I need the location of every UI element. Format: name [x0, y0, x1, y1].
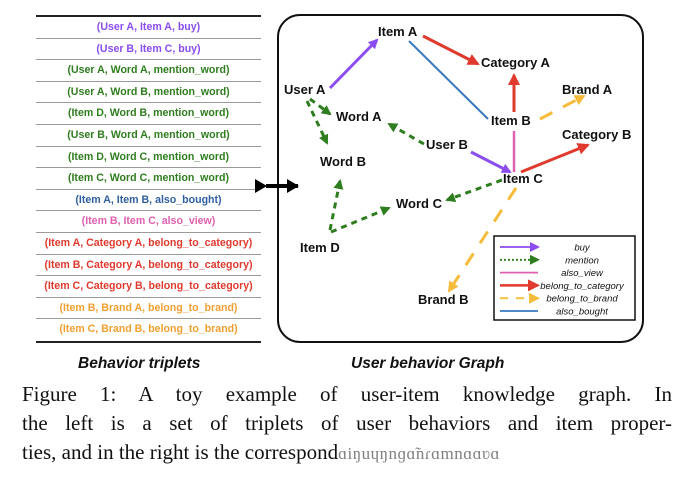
- triplet-row: (User A, Word A, mention_word): [36, 60, 261, 82]
- graph-nodes: Item A Category A User A Brand A Word A Item …: [284, 24, 631, 307]
- caption-line-3: ties, and in the right is the correspond…: [22, 438, 672, 468]
- triplet-row: (Item D, Word B, mention_word): [36, 103, 261, 125]
- triplet-row: (Item D, Word C, mention_word): [36, 147, 261, 169]
- subtitle-user-behavior-graph: User behavior Graph: [351, 355, 505, 372]
- edge-item-d-word-b: [328, 179, 344, 231]
- edge-item-c-word-c: [445, 178, 503, 202]
- legend-label-buy: buy: [574, 243, 591, 254]
- edge-user-b-item-c: [470, 150, 512, 174]
- legend-label-belong-to-brand: belong_to_brand: [546, 294, 618, 305]
- edge-user-a-word-a: [309, 97, 332, 116]
- caption-line-3-text: ties, and in the right is the correspond: [22, 440, 339, 464]
- caption-line-2: the left is a set of triplets of user be…: [22, 411, 672, 435]
- node-user-a: User A: [284, 82, 326, 97]
- legend-label-also-view: also_view: [561, 268, 604, 279]
- node-category-b: Category B: [562, 127, 631, 142]
- legend-label-mention: mention: [565, 255, 599, 266]
- node-word-c: Word C: [396, 196, 443, 211]
- edge-item-d-word-c: [330, 206, 391, 234]
- node-item-b: Item B: [491, 113, 531, 128]
- figure-caption: Figure 1: A toy example of user-item kno…: [22, 380, 672, 468]
- legend-frame: [493, 235, 636, 321]
- node-word-b: Word B: [320, 154, 366, 169]
- legend-label-also-bought: also_bought: [556, 307, 608, 318]
- triplet-row: (User B, Item C, buy): [36, 39, 261, 61]
- triplet-row: (User A, Item A, buy): [36, 17, 261, 39]
- edge-item-c-brand-b: [447, 187, 518, 293]
- node-item-c: Item C: [503, 171, 543, 186]
- legend-label-belong-to-category: belong_to_category: [540, 281, 625, 292]
- edge-item-c-category-b: [520, 143, 590, 174]
- graph-frame: [277, 14, 644, 343]
- node-brand-b: Brand B: [418, 292, 469, 307]
- triplet-row: (User A, Word B, mention_word): [36, 82, 261, 104]
- graph-edges: [305, 34, 590, 293]
- caption-garbled-overlay: ɑiŋuɥŋnɡɑ̃nɾɑmnɑɑʋɑ: [338, 444, 500, 463]
- node-word-a: Word A: [336, 109, 382, 124]
- triplet-row: (Item A, Item B, also_bought): [36, 190, 261, 212]
- triplet-row: (Item B, Category A, belong_to_category): [36, 255, 261, 277]
- node-user-b: User B: [426, 137, 468, 152]
- edge-user-a-word-b: [305, 100, 329, 145]
- node-item-a: Item A: [378, 24, 418, 39]
- triplet-row: (Item C, Word C, mention_word): [36, 168, 261, 190]
- triplet-row: (Item C, Category B, belong_to_category): [36, 276, 261, 298]
- triplet-row: (Item C, Brand B, belong_to_brand): [59, 323, 238, 336]
- triplet-row: (Item A, Category A, belong_to_category): [36, 233, 261, 255]
- edge-item-b-brand-a: [539, 94, 586, 121]
- caption-line-1: Figure 1: A toy example of user-item kno…: [22, 382, 672, 406]
- triplet-row: (User B, Word A, mention_word): [36, 125, 261, 147]
- edge-item-a-item-b: [408, 40, 489, 120]
- edge-user-b-word-a: [387, 122, 425, 146]
- node-brand-a: Brand A: [562, 82, 613, 97]
- edge-item-a-category-a: [422, 34, 480, 66]
- node-item-d: Item D: [300, 240, 340, 255]
- node-category-a: Category A: [481, 55, 550, 70]
- triplet-row: (Item B, Item C, also_view): [36, 211, 261, 233]
- triplet-row: (Item B, Brand A, belong_to_brand): [36, 298, 261, 320]
- triplet-table: (User A, Item A, buy)(User B, Item C, bu…: [36, 15, 261, 343]
- edge-user-a-item-a: [328, 38, 379, 90]
- subtitle-behavior-triplets: Behavior triplets: [78, 355, 201, 372]
